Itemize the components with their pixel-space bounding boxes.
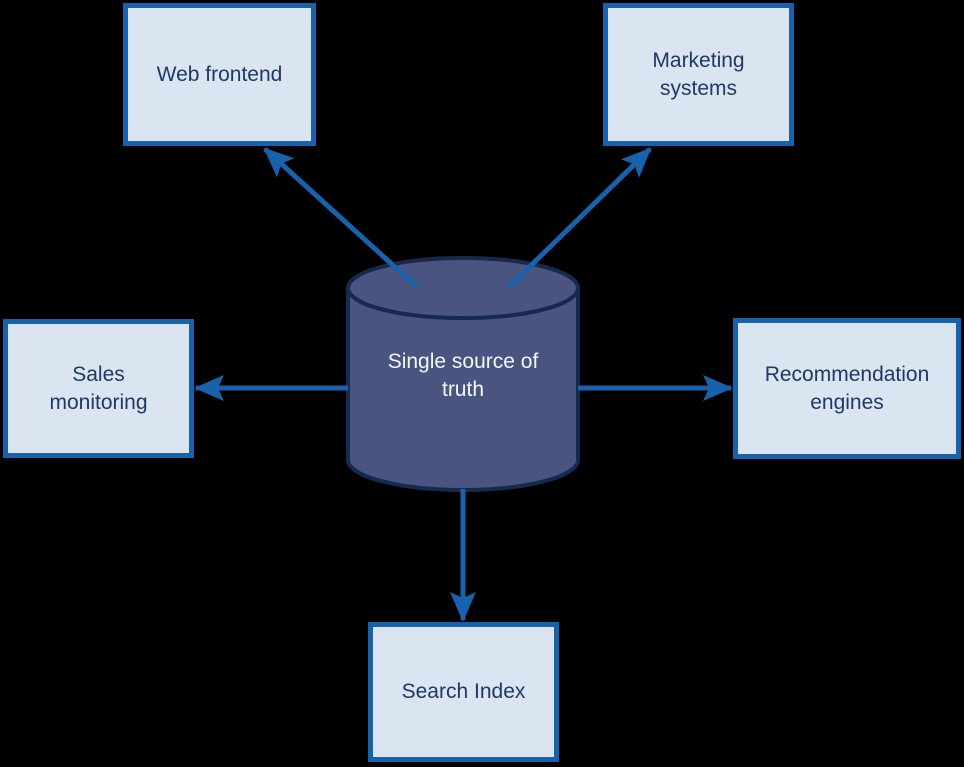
node-web-frontend: Web frontend [123, 3, 316, 146]
database-cylinder-shape [346, 256, 580, 492]
node-label: Search Index [401, 680, 526, 704]
node-marketing-systems: Marketing systems [603, 3, 794, 146]
node-sales-monitoring: Sales monitoring [3, 319, 194, 458]
node-single-source-of-truth-label: Single source of truth [387, 350, 539, 401]
node-label: Recommendation engines [764, 362, 930, 414]
cylinder-top [346, 256, 580, 320]
node-label: Sales monitoring [49, 362, 148, 414]
node-label: Marketing systems [652, 48, 745, 100]
arrow-to-web-frontend [263, 147, 419, 289]
node-search-index: Search Index [368, 622, 559, 762]
node-recommendation-engines: Recommendation engines [733, 318, 961, 459]
node-label: Web frontend [156, 62, 283, 86]
arrow-to-marketing-systems [507, 147, 652, 289]
